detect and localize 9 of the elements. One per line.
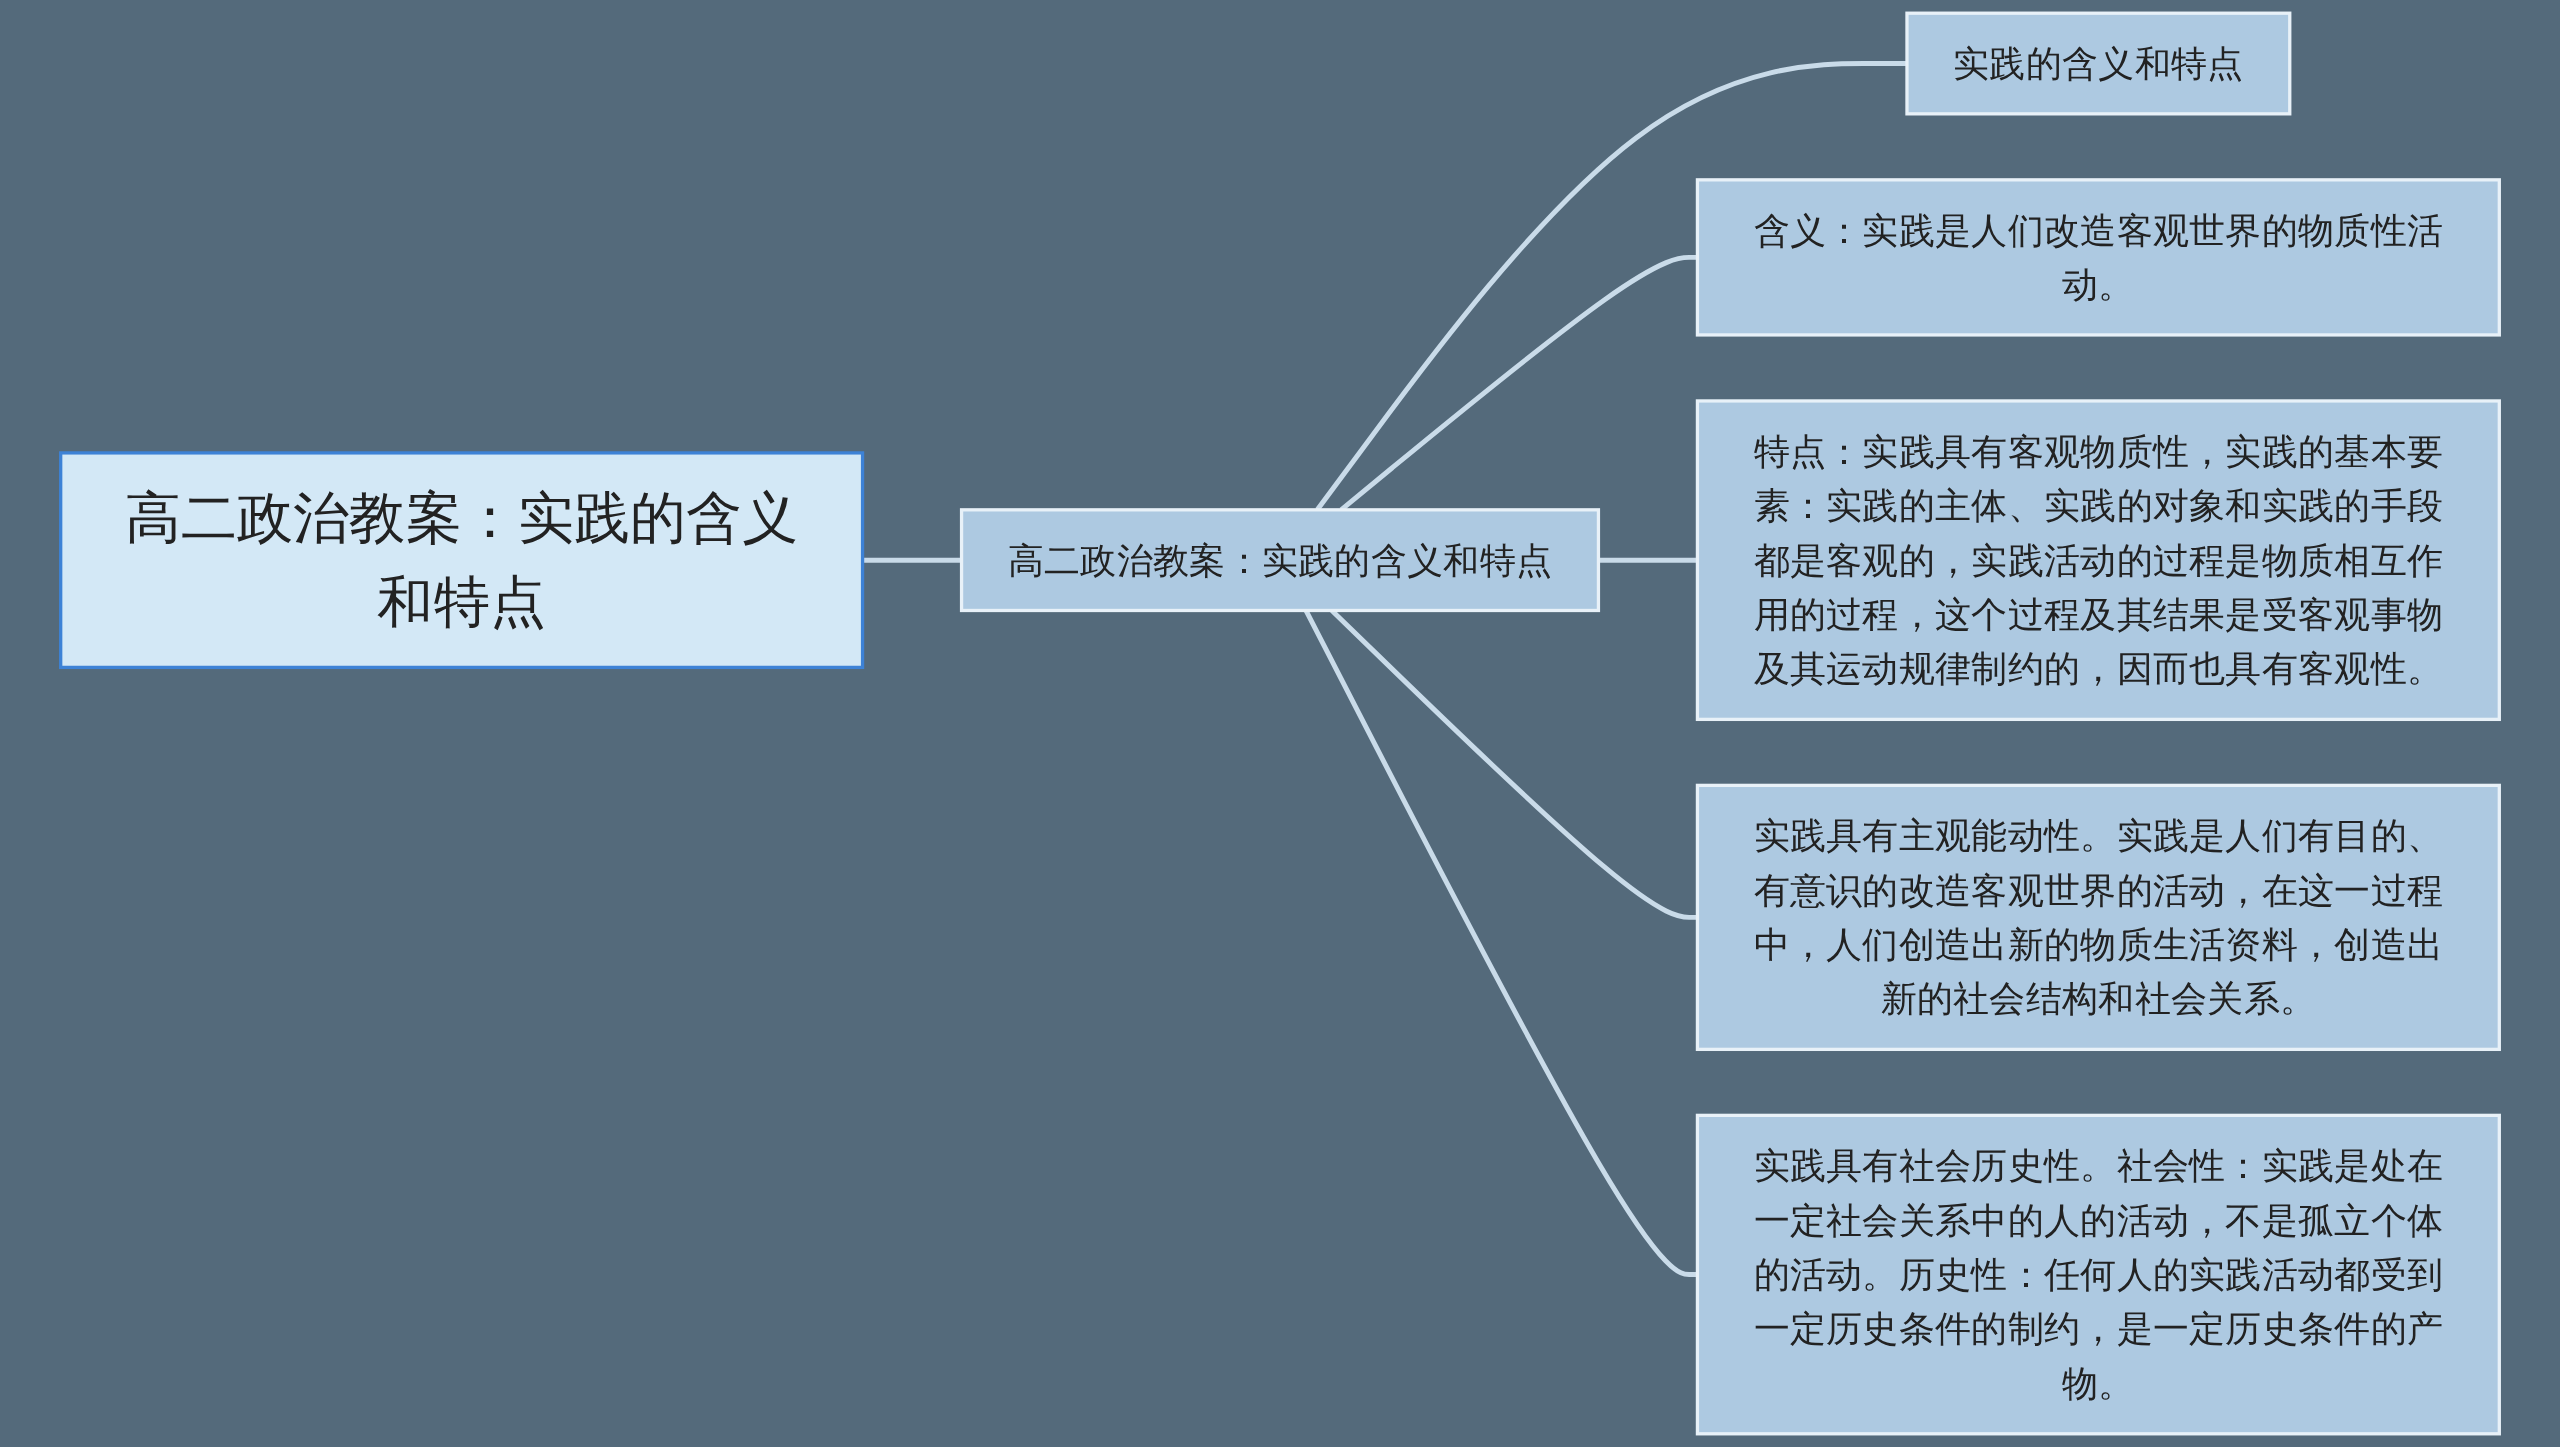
node-box: 高二政治教案：实践的含义和特点 xyxy=(59,451,865,670)
node-box: 特点：实践具有客观物质性，实践的基本要素：实践的主体、实践的对象和实践的手段都是客观的，实践活动的过程是物质相互作用的过程，这个过程及其结果是受客观事物及其运动规律制约的，因而也具有客观性。 xyxy=(1695,399,2501,722)
node-box: 高二政治教案：实践的含义和特点 xyxy=(959,508,1601,613)
connector xyxy=(1598,557,1698,563)
node-box: 实践具有主观能动性。实践是人们有目的、有意识的改造客观世界的活动，在这一过程中，人们创造出新的物质生活资料，创造出新的社会结构和社会关系。 xyxy=(1695,783,2501,1051)
node-box: 实践具有社会历史性。社会性：实践是处在一定社会关系中的人的活动，不是孤立个体的活动。历史性：任何人的实践活动都受到一定历史条件的制约，是一定历史条件的产物。 xyxy=(1695,1113,2501,1436)
connector xyxy=(862,557,962,563)
node-box: 含义：实践是人们改造客观世界的物质性活动。 xyxy=(1695,178,2501,337)
node-box: 实践的含义和特点 xyxy=(1905,11,2292,116)
